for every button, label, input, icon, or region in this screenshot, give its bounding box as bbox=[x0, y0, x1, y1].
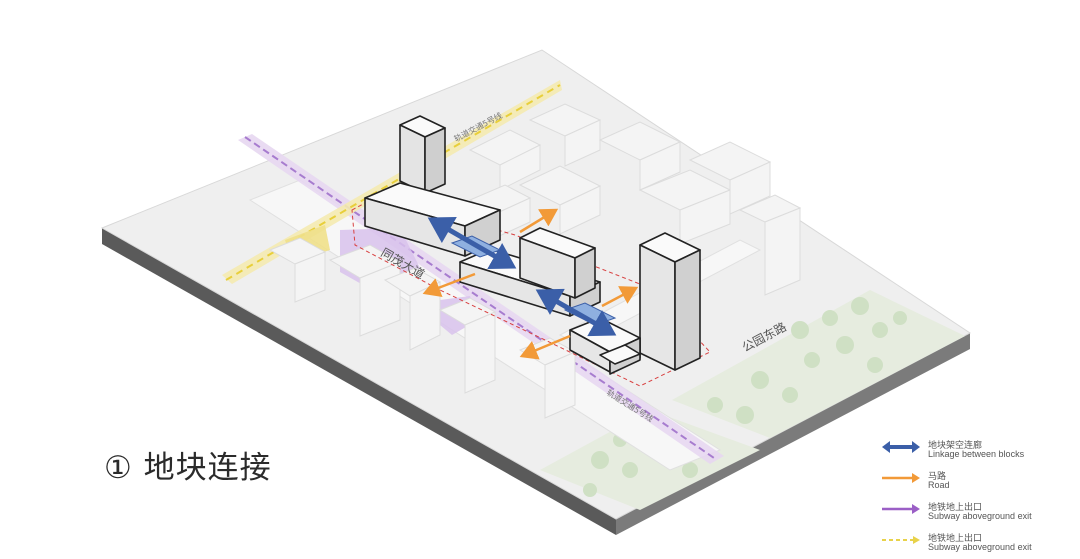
park-area bbox=[540, 290, 965, 510]
legend-en: Road bbox=[928, 480, 950, 490]
double-arrow-icon bbox=[882, 441, 920, 453]
title-number: ① bbox=[104, 450, 133, 486]
tall-block-mid bbox=[519, 227, 596, 299]
tower-left bbox=[399, 115, 446, 194]
legend-zh: 地铁地上出口 bbox=[928, 534, 983, 544]
legend-en: Linkage between blocks bbox=[928, 449, 1025, 459]
arrow-icon bbox=[882, 504, 920, 514]
linkage-arrows bbox=[427, 216, 617, 337]
tower-right bbox=[639, 232, 701, 371]
arrow-icon bbox=[882, 473, 920, 483]
dashed-arrow-icon bbox=[882, 536, 920, 544]
diagram-title: ① 地块连接 bbox=[104, 442, 272, 487]
legend-en: Subway aboveground exit bbox=[928, 542, 1032, 552]
legend-zh: 马路 bbox=[928, 472, 947, 482]
title-text: 地块连接 bbox=[143, 450, 272, 486]
legend-zh: 地铁地上出口 bbox=[928, 503, 983, 513]
context-buildings bbox=[268, 103, 802, 419]
legend-zh: 地块架空连廊 bbox=[928, 441, 983, 451]
legend-en: Subway aboveground exit bbox=[928, 511, 1032, 521]
road-arrows bbox=[422, 208, 639, 360]
